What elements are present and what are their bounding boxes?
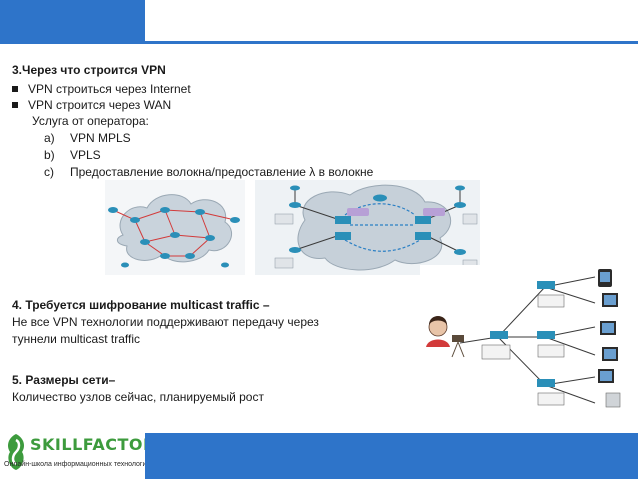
bullet-item: VPN строится через WAN xyxy=(12,97,171,113)
bullet-icon xyxy=(12,86,18,92)
section4-body: туннели multicast traffic xyxy=(12,332,140,346)
mpls-diagram-icon xyxy=(255,180,480,275)
section5-heading: 5. Размеры сети– xyxy=(12,373,116,387)
network-diagram-icon xyxy=(105,180,245,275)
option-item: a)VPN MPLS xyxy=(44,131,131,145)
service-intro: Услуга от оператора: xyxy=(32,114,149,128)
option-item: b)VPLS xyxy=(44,148,101,162)
option-item: c)Предоставление волокна/предоставление … xyxy=(44,165,374,179)
multicast-diagram-icon xyxy=(420,265,635,420)
skillfactory-logo-icon xyxy=(8,434,24,470)
logo-name: SKILLFACTORY xyxy=(30,435,168,454)
header-band xyxy=(0,0,145,44)
bullet-item: VPN строиться через Internet xyxy=(12,81,191,97)
section4-heading: 4. Требуется шифрование multicast traffi… xyxy=(12,298,270,312)
section4-body: Не все VPN технологии поддерживают перед… xyxy=(12,315,319,329)
header-rule xyxy=(145,41,638,44)
logo-tagline: Онлайн-школа информационных технологий xyxy=(4,461,151,468)
section3-heading: 3.Через что строится VPN xyxy=(12,63,166,77)
section5-body: Количество узлов сейчас, планируемый рос… xyxy=(12,390,264,404)
footer-band xyxy=(145,433,638,479)
bullet-icon xyxy=(12,102,18,108)
